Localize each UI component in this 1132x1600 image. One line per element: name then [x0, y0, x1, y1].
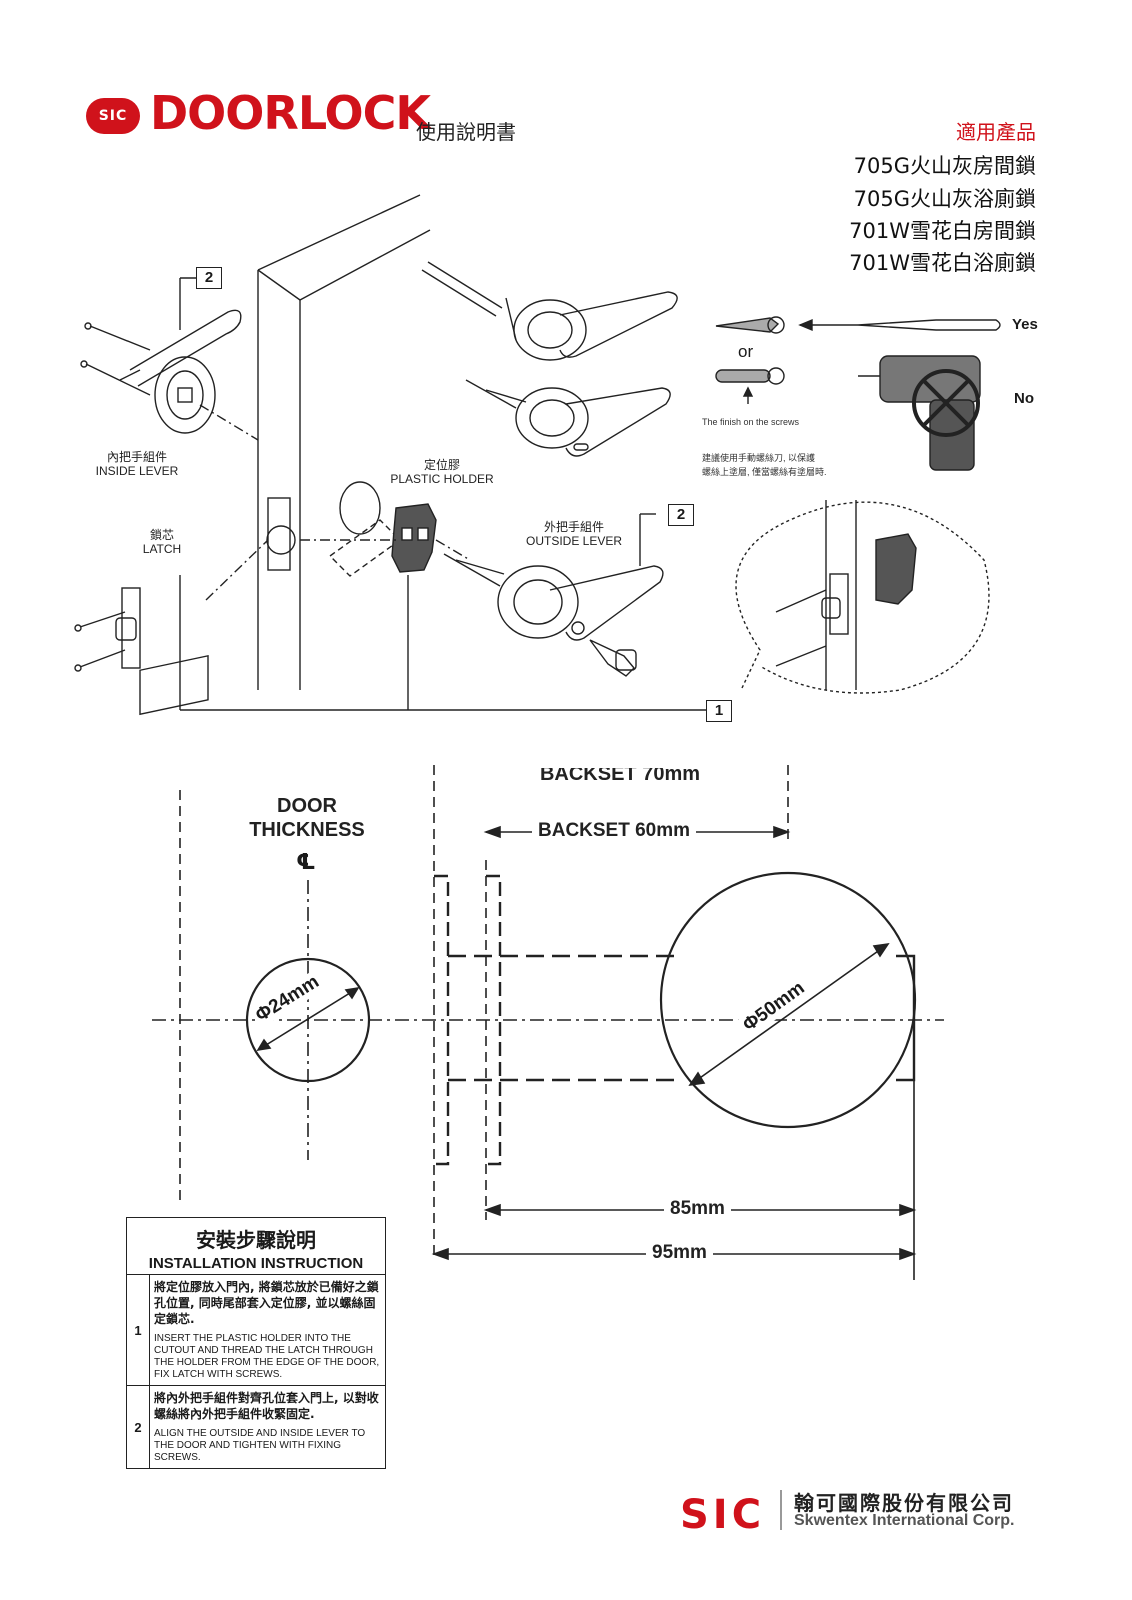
latch-label: 鎖芯 LATCH [132, 528, 192, 556]
products-heading: 適用產品 [956, 120, 1036, 144]
lever-upper-drawing [421, 261, 678, 457]
instruction-step: 1 將定位膠放入門內, 將鎖芯放於已備好之鎖孔位置, 同時尾部套入定位膠, 並以… [127, 1275, 385, 1386]
assembly-diagram [74, 194, 1001, 716]
step-number: 1 [127, 1275, 150, 1385]
manual-title: 使用說明書 [416, 120, 516, 144]
screw-panel-drawing [715, 316, 1001, 471]
plastic-holder-en: PLASTIC HOLDER [390, 472, 494, 486]
magnified-callout [735, 500, 990, 694]
outside-lever-zh: 外把手組件 [543, 520, 604, 534]
instruction-title-zh: 安裝步驟說明 [196, 1228, 316, 1252]
door-thickness-label: DOOR THICKNESS [249, 795, 365, 841]
inside-lever-en: INSIDE LEVER [95, 464, 179, 478]
step-number: 2 [127, 1386, 150, 1468]
door-slab-drawing [257, 194, 431, 690]
backset-70-clipped-label: BACKSET 70mm [539, 768, 701, 782]
latch-zh: 鎖芯 [149, 528, 174, 542]
instruction-header: 安裝步驟說明 INSTALLATION INSTRUCTION [127, 1218, 385, 1275]
footer-divider [780, 1490, 782, 1530]
outside-lever-en: OUTSIDE LEVER [525, 534, 623, 548]
inside-lever-label: 內把手組件 INSIDE LEVER [84, 450, 190, 478]
dim-85mm: 85mm [664, 1198, 731, 1220]
step-text-en: ALIGN THE OUTSIDE AND INSIDE LEVER TO TH… [154, 1428, 366, 1463]
installation-instruction-table: 安裝步驟說明 INSTALLATION INSTRUCTION 1 將定位膠放入… [126, 1217, 386, 1469]
footer-sic-logo: SIC [680, 1492, 766, 1538]
plastic-holder-drawing [328, 481, 437, 577]
step-box-2: 2 [196, 267, 222, 289]
screwdriver-advice-line2: 螺絲上塗層, 僅當螺絲有塗層時. [702, 467, 827, 477]
outside-lever-label: 外把手組件 OUTSIDE LEVER [516, 520, 632, 548]
product-item: 705G火山灰房間鎖 [853, 154, 1036, 178]
inside-lever-drawing [80, 309, 242, 434]
leader-lines [179, 277, 706, 711]
product-item: 701W雪花白浴廁鎖 [849, 251, 1036, 275]
sic-logo-badge: SIC [86, 98, 140, 134]
product-item: 705G火山灰浴廁鎖 [853, 187, 1036, 211]
small-hole-diameter: Φ24mm [250, 970, 326, 1029]
company-name-zh: 翰可國際股份有限公司 [794, 1491, 1014, 1515]
screwdriver-advice-line1: 建議使用手動螺絲刀, 以保護 [702, 453, 816, 463]
large-hole-diameter: Φ50mm [737, 976, 811, 1038]
brand-title: DOORLOCK [150, 86, 431, 140]
step-box-1: 1 [706, 700, 732, 722]
step-text-zh: 將內外把手組件對齊孔位套入門上, 以對收螺絲將內外把手組件收緊固定. [154, 1391, 379, 1421]
product-item: 701W雪花白房間鎖 [849, 219, 1036, 243]
or-label: or [738, 342, 754, 361]
yes-label: Yes [1012, 316, 1038, 333]
instruction-title-en: INSTALLATION INSTRUCTION [148, 1255, 364, 1272]
screw-finish-caption: The finish on the screws [702, 417, 800, 427]
no-label: No [1014, 390, 1034, 407]
plastic-holder-label: 定位膠 PLASTIC HOLDER [380, 458, 504, 486]
plastic-holder-zh: 定位膠 [423, 458, 460, 472]
inside-lever-zh: 內把手組件 [106, 450, 167, 464]
outside-lever-drawing [443, 553, 664, 677]
step-text-zh: 將定位膠放入門內, 將鎖芯放於已備好之鎖孔位置, 同時尾部套入定位膠, 並以螺絲… [154, 1280, 379, 1326]
instruction-step: 2 將內外把手組件對齊孔位套入門上, 以對收螺絲將內外把手組件收緊固定. ALI… [127, 1386, 385, 1468]
latch-en: LATCH [142, 542, 182, 556]
centerline-symbol: ℄ [296, 850, 316, 875]
dim-95mm: 95mm [646, 1242, 713, 1264]
step-box-2: 2 [668, 504, 694, 526]
step-text-en: INSERT THE PLASTIC HOLDER INTO THE CUTOU… [154, 1333, 380, 1380]
backset-dimension: BACKSET 60mm [532, 820, 697, 842]
company-name-en: Skwentex International Corp. [794, 1512, 1015, 1529]
latch-drawing [74, 587, 209, 716]
